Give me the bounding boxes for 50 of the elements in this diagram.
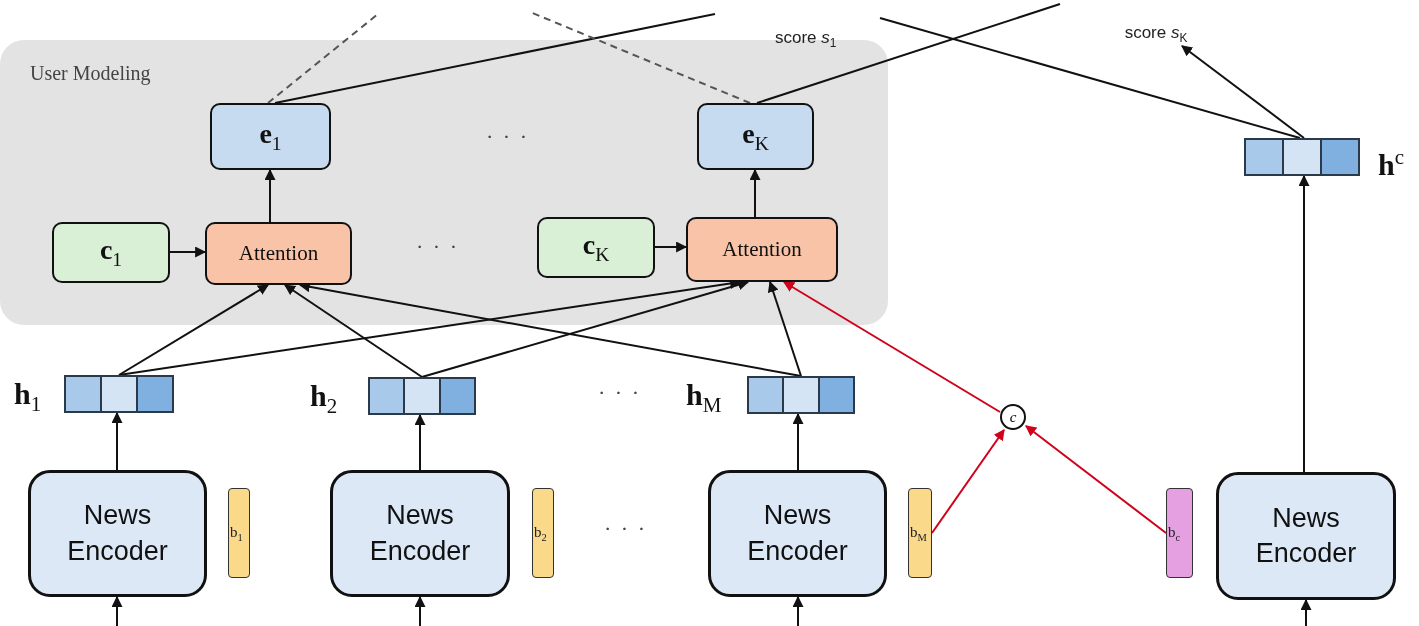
attention-box: Attention [686,217,838,282]
vector-label: h$^{c}$ [1378,144,1404,183]
arrow [414,595,426,626]
vector-label: h$_{1}$ [14,376,42,418]
score-label: score s$_{1}$ [775,28,837,51]
arrow [783,281,1001,413]
arrow [654,241,688,253]
ellipsis: · · · [416,234,459,260]
context-box: c$_{K}$ [537,217,655,278]
encoder-box: News Encoder [708,470,887,597]
encoder-box: News Encoder [1216,472,1396,600]
score-label: score s$_{K}$ [1116,22,1196,46]
arrow [1025,425,1167,534]
arrow [111,595,123,626]
connector-line [274,13,716,104]
arrow [169,246,207,258]
arrow [414,413,426,471]
arrow [111,411,123,471]
bias-bar: b$_{2}$ [532,488,554,578]
connector-line [879,17,1301,139]
arrow [792,595,804,626]
panel-title: User Modeling [30,62,151,85]
arrow [284,284,423,378]
vector-label: h$_{M}$ [686,377,722,419]
connector-line [756,3,1061,104]
arrow [767,280,802,377]
embedding-box: e$_{K}$ [697,103,814,170]
bias-bar: b$_{1}$ [228,488,250,578]
combine-circle: c [1000,404,1026,430]
connector-line [267,13,379,104]
arrow [421,279,750,378]
ellipsis: · · · [604,516,647,542]
ellipsis: · · · [486,124,529,150]
arrow [792,412,804,471]
encoder-box: News Encoder [28,470,207,597]
vector-label: h$_{2}$ [310,378,338,420]
ellipsis: · · · [598,380,641,406]
arrow [1300,598,1312,626]
embedding-box: e$_{1}$ [210,103,331,170]
arrow [1298,174,1310,473]
arrow [931,429,1005,534]
encoder-box: News Encoder [330,470,510,597]
context-box: c$_{1}$ [52,222,170,283]
arrow [1181,45,1305,139]
attention-box: Attention [205,222,352,285]
arrow [118,284,269,376]
arrow [749,168,761,218]
arrow [264,168,276,223]
bias-bar: b$_{c}$ [1166,488,1193,578]
bias-bar: b$_{M}$ [908,488,932,578]
